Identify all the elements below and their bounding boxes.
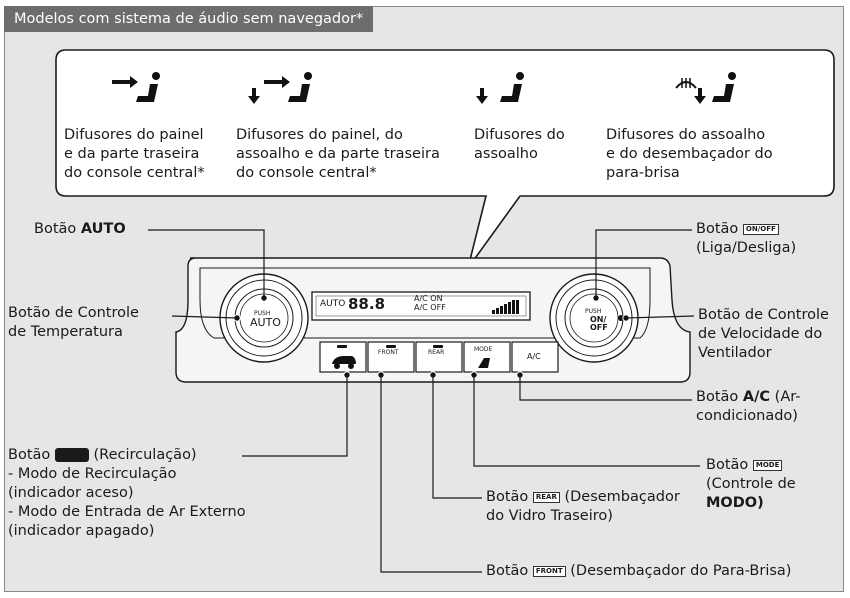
rear-defrost-button-label: Botão REAR (Desembaçador do Vidro Trasei… bbox=[486, 489, 680, 524]
btn-front-label: FRONT bbox=[378, 349, 399, 356]
front-badge-icon: FRONT bbox=[532, 565, 566, 577]
mode-button-label: Botão MODE (Controle de MODO) bbox=[706, 457, 796, 511]
btn-mode-label: MODE bbox=[474, 346, 493, 353]
rear-badge-icon: REAR bbox=[532, 491, 560, 503]
floor-vent-icon bbox=[476, 72, 524, 104]
btn-ac-label: A/C bbox=[527, 352, 541, 361]
display-auto: AUTO bbox=[320, 299, 346, 309]
fan-speed-knob bbox=[549, 273, 639, 363]
onoff-badge-icon: ON/OFF bbox=[742, 223, 779, 235]
knob-right-push: PUSH bbox=[585, 308, 602, 315]
fan-speed-bars bbox=[492, 300, 519, 314]
knob-left-auto: AUTO bbox=[250, 316, 281, 329]
front-defrost-button-label: Botão FRONT (Desembaçador do Para-Brisa) bbox=[486, 563, 792, 579]
floor-defrost-vent-icon bbox=[675, 72, 736, 104]
knob-left-push: PUSH bbox=[254, 310, 271, 317]
recirculation-car-icon bbox=[54, 448, 89, 462]
ac-button-label: Botão A/C (Ar- condicionado) bbox=[696, 389, 801, 424]
display-ac-off: A/C OFF bbox=[414, 303, 446, 312]
dashboard-vent-icon bbox=[112, 72, 160, 102]
ac-button-shape bbox=[511, 341, 559, 373]
leader-lines bbox=[148, 229, 700, 573]
knob-right-on: ON/ bbox=[590, 315, 607, 324]
mode-badge-icon: MODE bbox=[752, 459, 783, 471]
display-temperature: 88.8 bbox=[348, 295, 386, 313]
dashboard-floor-vent-icon bbox=[248, 72, 312, 104]
display-ac-on: A/C ON bbox=[414, 294, 443, 303]
onoff-button-label: Botão ON/OFF (Liga/Desliga) bbox=[696, 221, 797, 256]
recirculation-button-label: Botão (Recirculação) - Modo de Recircula… bbox=[8, 447, 246, 539]
auto-button-label: Botão AUTO bbox=[34, 221, 126, 237]
btn-rear-label: REAR bbox=[428, 349, 445, 356]
knob-right-off: OFF bbox=[590, 323, 608, 332]
section-header: Modelos com sistema de áudio sem navegad… bbox=[4, 6, 374, 32]
climate-display bbox=[311, 291, 531, 321]
